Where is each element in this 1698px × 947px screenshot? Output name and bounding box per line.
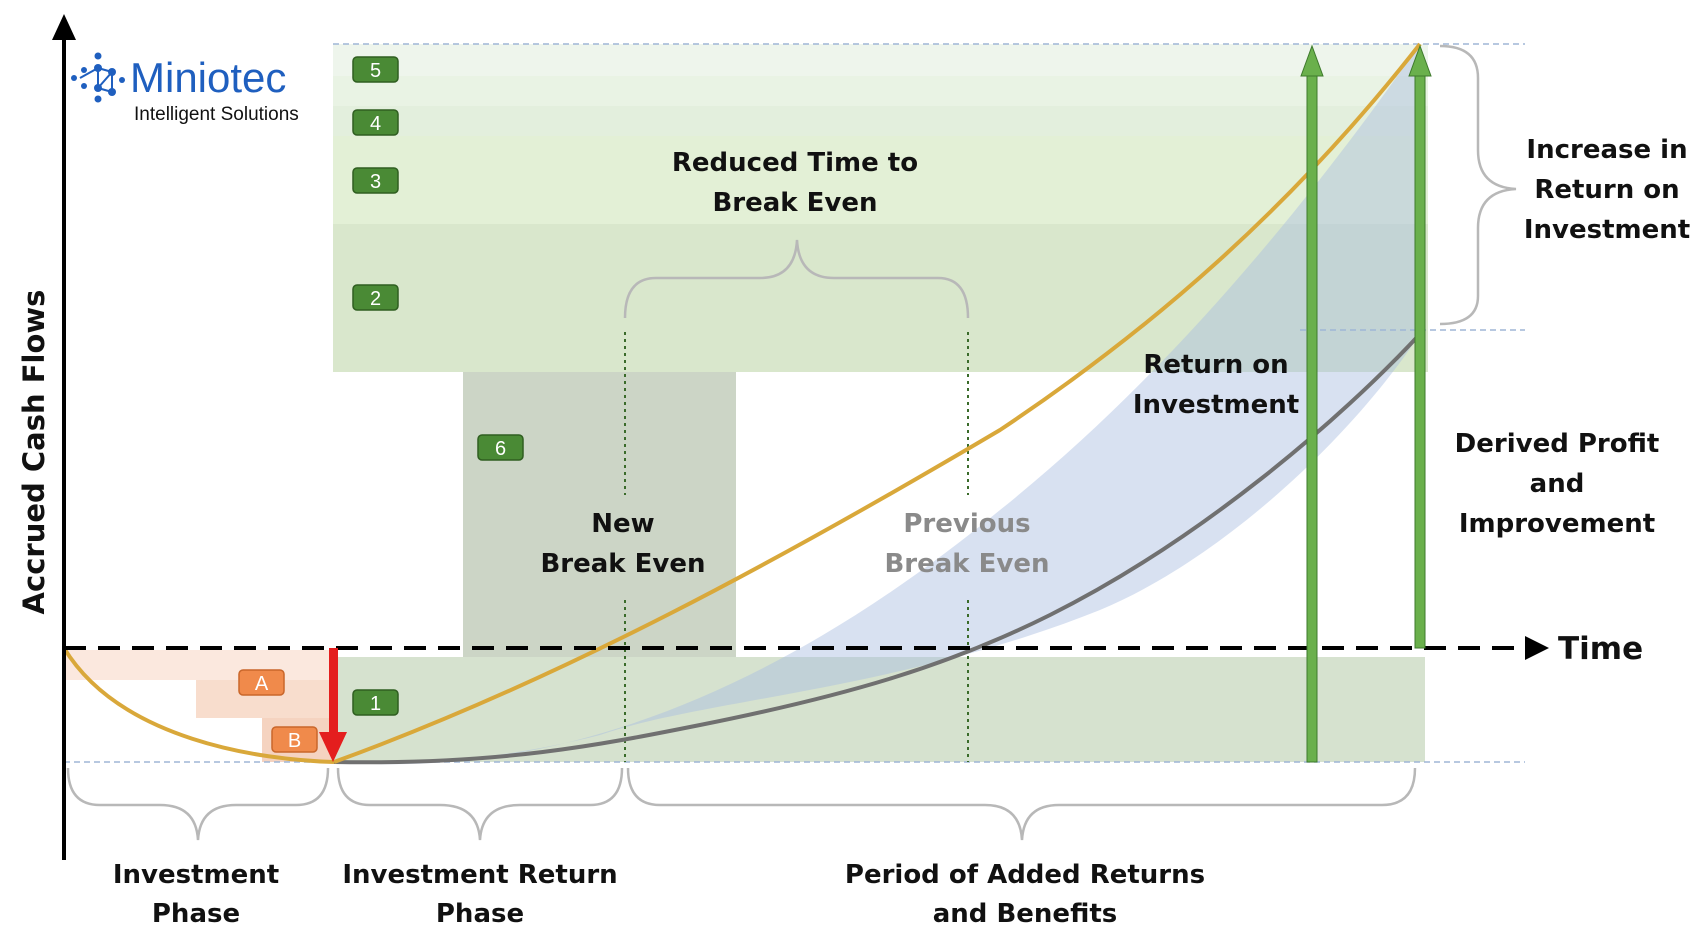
y-axis-label: Accrued Cash Flows — [17, 290, 51, 615]
badge-4-label: 4 — [370, 113, 381, 135]
investment-curve — [62, 646, 335, 764]
band-6 — [463, 372, 736, 657]
investment-return-line-2: Phase — [436, 899, 524, 929]
badge-3-label: 3 — [370, 171, 381, 193]
added-returns-line-2: and Benefits — [933, 899, 1118, 929]
investment-return-phase-label: Investment Return Phase — [342, 860, 617, 929]
band-4 — [333, 76, 1428, 106]
increase-roi-line-3: Investment — [1524, 215, 1690, 245]
band-1 — [333, 657, 1425, 762]
reduced-time-label: Reduced Time to Break Even — [672, 148, 918, 218]
badge-2-label: 2 — [370, 288, 381, 310]
roi-line-1: Return on — [1143, 350, 1288, 380]
axes — [52, 14, 1549, 860]
roi-label: Return on Investment — [1133, 350, 1299, 420]
old-cash-flow-curve — [333, 332, 1422, 765]
roi-area — [334, 44, 1420, 765]
molecule-icon — [71, 52, 125, 103]
new-break-even-line-2: Break Even — [540, 549, 705, 579]
x-axis-arrowhead — [1525, 636, 1549, 660]
return-arrow-1 — [1300, 44, 1324, 763]
badge-2 — [352, 284, 399, 311]
new-break-even-line-1: New — [591, 509, 654, 539]
prev-break-even-line-1: Previous — [903, 509, 1030, 539]
background-bands — [64, 44, 1428, 762]
investment-return-phase-brace — [336, 767, 624, 841]
band-5 — [333, 44, 1428, 76]
added-returns-label: Period of Added Returns and Benefits — [845, 860, 1205, 929]
band-2 — [333, 224, 1428, 372]
return-arrow-1-head — [1300, 44, 1324, 77]
new-cash-flow-curve — [333, 42, 1422, 764]
investment-arrow-shaft — [329, 648, 338, 735]
investment-arrow — [319, 648, 347, 762]
derived-line-2: and — [1530, 469, 1585, 499]
logo-name: Miniotec — [130, 54, 286, 101]
band-4b — [333, 106, 1428, 136]
return-arrow-2-head — [1408, 44, 1432, 77]
badge-b — [271, 726, 318, 753]
badge-6-label: 6 — [495, 438, 506, 460]
badge-1 — [352, 689, 399, 716]
badge-6 — [477, 434, 524, 461]
reduced-time-line-1: Reduced Time to — [672, 148, 918, 178]
investment-phase-brace — [66, 767, 330, 841]
investment-phase-label: Investment Phase — [113, 860, 279, 929]
reduced-time-brace — [623, 239, 970, 319]
increase-roi-line-1: Increase in — [1526, 135, 1687, 165]
investment-return-line-1: Investment Return — [342, 860, 617, 890]
badge-5 — [352, 56, 399, 83]
logo-tagline: Intelligent Solutions — [134, 104, 299, 125]
band-a — [64, 650, 334, 680]
y-axis-arrowhead — [52, 14, 76, 40]
investment-arrow-head — [319, 732, 347, 762]
increase-roi-line-2: Return on — [1534, 175, 1679, 205]
badge-1-label: 1 — [370, 693, 381, 715]
badge-3 — [352, 167, 399, 194]
derived-line-3: Improvement — [1459, 509, 1655, 539]
badge-5-label: 5 — [370, 60, 381, 82]
prev-break-even-line-2: Break Even — [884, 549, 1049, 579]
derived-profit-label: Derived Profit and Improvement — [1455, 429, 1660, 539]
return-arrow-2 — [1408, 44, 1432, 649]
badge-4 — [352, 109, 399, 136]
new-break-even-label: New Break Even — [540, 509, 705, 579]
x-axis-label: Time — [1558, 631, 1643, 667]
added-returns-line-1: Period of Added Returns — [845, 860, 1205, 890]
badge-a-label: A — [255, 673, 269, 695]
increase-roi-label: Increase in Return on Investment — [1524, 135, 1690, 245]
roi-line-2: Investment — [1133, 390, 1299, 420]
badge-a — [238, 669, 285, 696]
increase-roi-brace — [1439, 44, 1517, 326]
added-returns-brace — [626, 767, 1417, 841]
return-arrow-1-shaft — [1306, 71, 1318, 763]
investment-phase-line-1: Investment — [113, 860, 279, 890]
investment-phase-line-2: Phase — [152, 899, 240, 929]
miniotec-logo: Miniotec Intelligent Solutions — [71, 52, 299, 125]
badge-b-label: B — [288, 730, 301, 752]
reduced-time-line-2: Break Even — [712, 188, 877, 218]
return-arrow-2-shaft — [1414, 71, 1426, 649]
prev-break-even-label: Previous Break Even — [884, 509, 1049, 579]
band-3 — [333, 136, 1428, 224]
badges: 5 4 3 2 6 1 A B — [238, 56, 524, 753]
derived-line-1: Derived Profit — [1455, 429, 1660, 459]
